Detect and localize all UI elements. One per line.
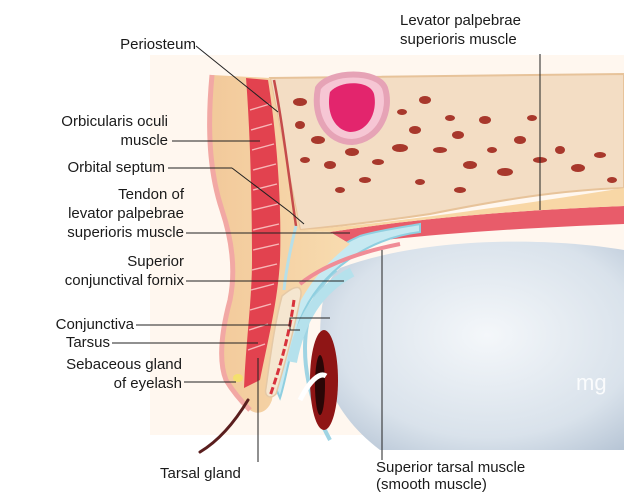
sebaceous-gland-structure [233,374,243,382]
label-tendon-line3: superioris muscle [0,224,184,242]
label-tarsal-gland: Tarsal gland [160,465,241,483]
label-orbicularis-line1: Orbicularis oculi [0,113,168,131]
label-periosteum: Periosteum [80,36,196,54]
eyeball [320,242,624,450]
label-sebaceous-line2: of eyelash [0,375,182,393]
label-levator-line2: superioris muscle [400,31,517,49]
label-orbital-septum: Orbital septum [0,159,165,177]
pupil [315,355,325,415]
label-tarsal-muscle-line2: (smooth muscle) [376,476,487,494]
label-fornix-line1: Superior [0,253,184,271]
label-sebaceous-line1: Sebaceous gland [0,356,182,374]
label-tarsal-muscle-line1: Superior tarsal muscle [376,459,525,477]
label-conjunctiva: Conjunctiva [0,316,134,334]
label-orbicularis-line2: muscle [0,132,168,150]
label-levator-line1: Levator palpebrae [400,12,521,30]
label-tendon-line1: Tendon of [0,186,184,204]
label-tendon-line2: levator palpebrae [0,205,184,223]
label-tarsus: Tarsus [0,334,110,352]
watermark: mg [576,370,607,396]
label-fornix-line2: conjunctival fornix [0,272,184,290]
